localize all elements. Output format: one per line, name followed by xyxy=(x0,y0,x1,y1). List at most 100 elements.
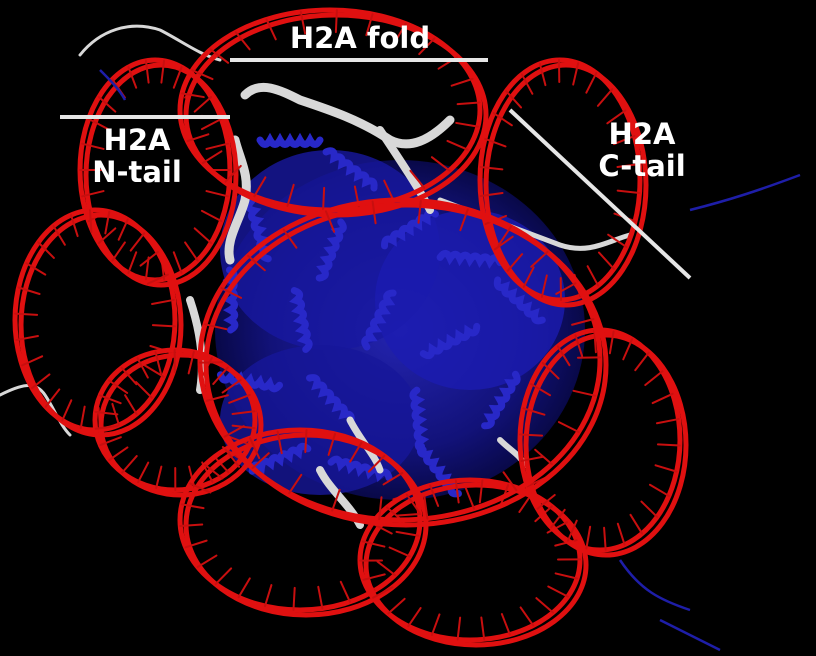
histone-helix xyxy=(381,209,439,250)
dna-base-pair xyxy=(214,567,233,586)
dna-base-pair xyxy=(483,137,507,148)
dna-base-pair xyxy=(522,266,535,288)
dna-base-pair xyxy=(70,214,79,238)
dna-base-pair xyxy=(201,150,223,164)
dna-base-pair xyxy=(634,351,650,372)
dna-base-pair xyxy=(282,228,298,249)
dna-base-pair xyxy=(187,350,195,375)
dna-base-pair xyxy=(585,72,598,94)
dna-base-pair xyxy=(228,393,251,404)
dna-base-pair xyxy=(423,495,429,520)
dna-base-pair xyxy=(640,500,659,518)
dna-base-pair xyxy=(450,77,474,87)
dna-base-pair xyxy=(536,493,556,510)
dna-base-pair xyxy=(574,334,584,358)
dna-base-pair xyxy=(99,436,122,447)
dna-base-pair xyxy=(554,572,579,580)
dna-base-pair xyxy=(479,166,504,171)
dna-base-pair xyxy=(144,59,150,84)
dna-base-pair xyxy=(94,424,119,430)
dna-base-pair xyxy=(180,503,205,510)
dna-base-pair xyxy=(21,355,44,367)
dna-base-pair xyxy=(530,250,549,268)
dna-base-pair xyxy=(505,90,523,109)
dna-base-pair xyxy=(120,366,138,386)
dna-base-pair xyxy=(224,448,241,468)
h2a-ctail-label-line1: H2A xyxy=(608,117,676,151)
dna-base-pair xyxy=(205,142,229,150)
dna-base-pair xyxy=(121,455,138,474)
dna-base-pair xyxy=(550,508,566,529)
dna-base-pair xyxy=(572,389,596,397)
dna-base-pair xyxy=(361,540,386,548)
dna-base-pair xyxy=(339,580,351,603)
dna-base-pair xyxy=(585,525,592,550)
dna-base-pair xyxy=(430,156,451,172)
dna-base-pair xyxy=(535,597,554,614)
dna-base-pair xyxy=(155,465,163,490)
dna-base-pair xyxy=(144,256,150,281)
dna-base-pair xyxy=(430,613,441,637)
dna-base-pair xyxy=(184,241,199,262)
dna-base-pair xyxy=(446,139,469,151)
histone-core xyxy=(215,132,585,500)
dna-base-pair xyxy=(181,92,205,99)
dna-base-pair xyxy=(349,441,363,463)
histone-helix xyxy=(322,147,378,192)
dna-base-pair xyxy=(292,586,296,611)
histone-helix xyxy=(419,322,481,360)
dna-base-pair xyxy=(172,66,183,89)
dna-base-pair xyxy=(372,586,394,599)
dna-base-pair xyxy=(151,324,176,328)
dna-base-pair xyxy=(334,9,338,34)
dna-base-pair xyxy=(459,208,469,232)
dna-base-pair xyxy=(546,521,568,534)
dna-backbone-strand xyxy=(83,62,239,288)
dna-base-pair xyxy=(234,31,251,51)
dna-backbone-strand xyxy=(483,62,649,308)
dna-backbone-strand xyxy=(197,197,603,523)
dna-base-pair xyxy=(127,251,138,274)
dna-base-pair xyxy=(387,597,406,615)
dna-base-pair xyxy=(25,262,47,276)
dna-base-pair xyxy=(616,189,641,194)
dna-base-pair xyxy=(304,429,308,454)
dna-base-pair xyxy=(117,218,129,241)
dna-base-pair xyxy=(81,142,105,150)
histone-helix xyxy=(493,276,546,325)
dna-base-pair xyxy=(87,117,110,131)
dna-base-pair xyxy=(200,209,223,223)
histone-helix xyxy=(409,386,430,454)
dna-base-pair xyxy=(502,471,518,492)
h2a-ntail-label-line1: H2A xyxy=(103,123,171,157)
dna-base-pair xyxy=(212,366,229,385)
label-marker-lines xyxy=(60,58,692,280)
dna-base-pair xyxy=(396,513,421,517)
dna-base-pair xyxy=(417,199,422,224)
dna-base-pair xyxy=(603,526,607,551)
dna-base-pair xyxy=(655,418,680,425)
dna-base-pair xyxy=(79,405,86,430)
histone-helix xyxy=(256,132,324,148)
dna-base-pair xyxy=(186,133,210,143)
dna-base-pair xyxy=(264,584,273,608)
dna-base-pair xyxy=(127,66,138,89)
dna-base-pair xyxy=(317,585,324,610)
dna-base-pair xyxy=(189,482,212,494)
dna-base-pair xyxy=(221,378,242,394)
dna-base-pair xyxy=(395,530,420,537)
histone-helix xyxy=(306,374,355,426)
dna-base-pair xyxy=(205,394,229,402)
dna-base-pair xyxy=(519,433,544,437)
dna-base-pair xyxy=(237,577,251,599)
dna-base-pair xyxy=(224,164,242,183)
dna-base-pair xyxy=(607,233,628,248)
dna-base-pair xyxy=(193,227,213,244)
dna-base-pair xyxy=(429,484,440,507)
dna-base-pair xyxy=(15,335,39,342)
h2a-ntail-label-line2: N-tail xyxy=(92,155,182,189)
dna-base-pair xyxy=(382,471,404,486)
dna-base-pair xyxy=(371,200,377,225)
dna-base-pair xyxy=(139,250,159,267)
dna-base-pair xyxy=(231,410,256,416)
